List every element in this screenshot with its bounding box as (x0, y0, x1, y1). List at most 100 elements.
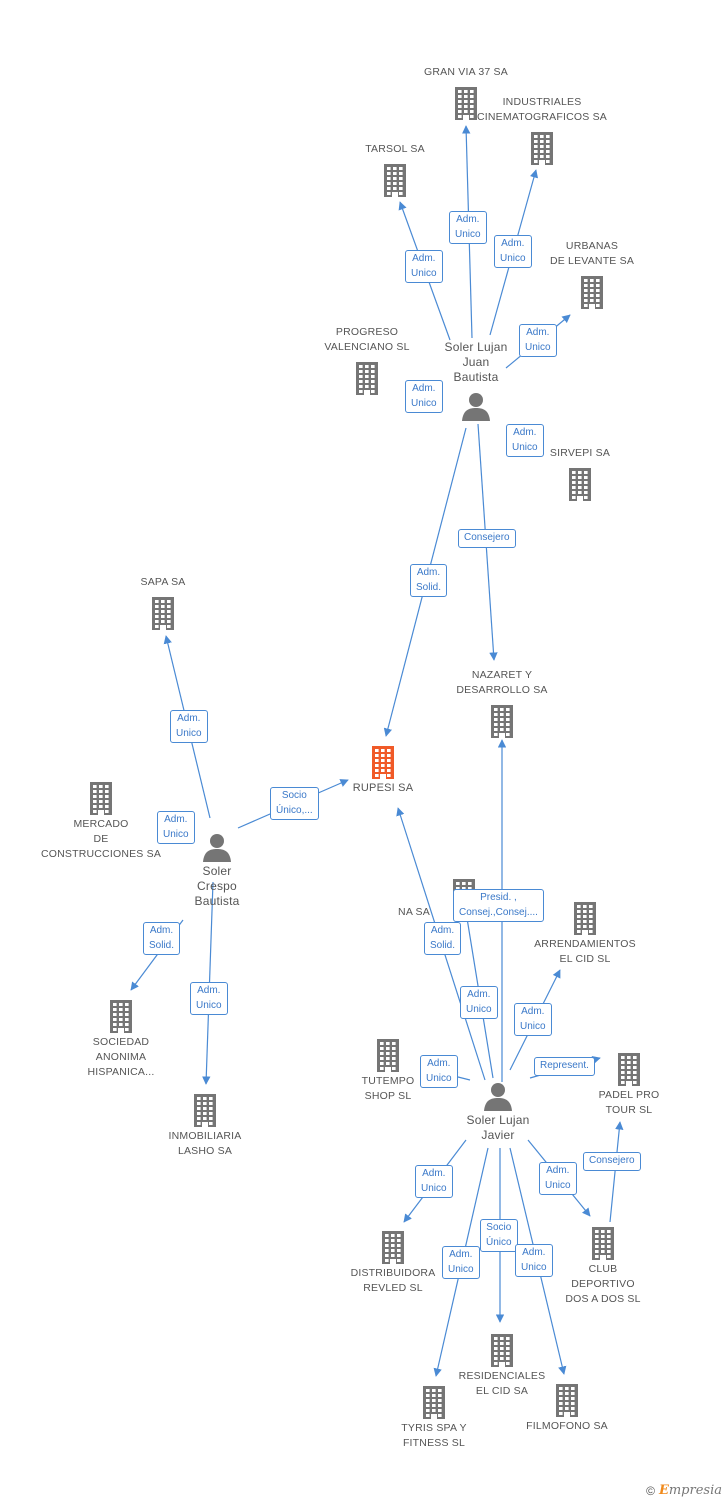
edge-label-juan-industriales[interactable]: Adm. Unico (494, 235, 532, 268)
node-name: Soler Lujan Juan Bautista (444, 340, 508, 384)
node-name: ARRENDAMIENTOS EL CID SL (534, 938, 636, 965)
edge-label-javier-tutempo[interactable]: Adm. Unico (420, 1055, 458, 1088)
building-icon (423, 1386, 445, 1419)
company-node-arrendamientos[interactable]: ARRENDAMIENTOS EL CID SL (515, 901, 655, 967)
company-node-padel[interactable]: PADEL PRO TOUR SL (559, 1052, 699, 1118)
company-node-sociedad[interactable]: SOCIEDAD ANONIMA HISPANICA... (51, 999, 191, 1080)
edge-label-juan-granvia[interactable]: Adm. Unico (449, 211, 487, 244)
edge-label-javier-padel[interactable]: Represent. (534, 1057, 595, 1076)
node-name: SOCIEDAD ANONIMA HISPANICA... (87, 1036, 155, 1078)
building-icon (372, 746, 394, 779)
edge-label-juan-progreso[interactable]: Adm. Unico (405, 380, 443, 413)
building-icon (569, 468, 591, 501)
building-icon (382, 1231, 404, 1264)
node-name: TUTEMPO SHOP SL (361, 1075, 415, 1102)
node-name: DISTRIBUIDORA REVLED SL (350, 1267, 436, 1294)
node-name: SAPA SA (140, 576, 186, 588)
node-name: GRAN VIA 37 SA (424, 66, 508, 78)
node-name: SIRVEPI SA (549, 447, 611, 459)
building-icon (384, 164, 406, 197)
company-node-sirvepi[interactable]: SIRVEPI SA (510, 446, 650, 501)
building-icon (377, 1039, 399, 1072)
building-icon (592, 1227, 614, 1260)
company-node-tarsol[interactable]: TARSOL SA (325, 142, 465, 197)
building-icon (110, 1000, 132, 1033)
building-icon (531, 132, 553, 165)
building-icon (491, 1334, 513, 1367)
company-node-distribuidora[interactable]: DISTRIBUIDORA REVLED SL (323, 1230, 463, 1296)
node-name: URBANAS DE LEVANTE SA (549, 240, 635, 267)
company-node-mercado[interactable]: MERCADO DE CONSTRUCCIONES SA (31, 781, 171, 862)
building-icon (556, 1384, 578, 1417)
person-icon (203, 834, 231, 862)
company-node-rupesi[interactable]: RUPESI SA (313, 745, 453, 796)
building-icon (90, 782, 112, 815)
edge-label-juan-nazaret[interactable]: Consejero (458, 529, 516, 548)
building-icon (194, 1094, 216, 1127)
company-node-granvia[interactable]: GRAN VIA 37 SA (396, 65, 536, 120)
node-name: PROGRESO VALENCIANO SL (324, 326, 410, 353)
edge-label-javier-residenciales[interactable]: Socio Único (480, 1219, 518, 1252)
edge-label-javier-filmofono[interactable]: Adm. Unico (515, 1244, 553, 1277)
edge-label-crespo-sapa[interactable]: Adm. Unico (170, 710, 208, 743)
company-node-inmobiliaria[interactable]: INMOBILIARIA LASHO SA (135, 1093, 275, 1159)
edge-label-juan-sirvepi[interactable]: Adm. Unico (506, 424, 544, 457)
building-icon (356, 362, 378, 395)
company-node-progreso[interactable]: PROGRESO VALENCIANO SL (297, 325, 437, 395)
person-icon (484, 1083, 512, 1111)
edge-label-crespo-sociedad[interactable]: Adm. Solid. (143, 922, 181, 955)
node-name: Soler Lujan Javier (466, 1113, 530, 1142)
node-name: INDUSTRIALES CINEMATOGRAFICOS SA (476, 96, 607, 123)
edge-label-javier-club[interactable]: Adm. Unico (539, 1162, 577, 1195)
company-node-tutempo[interactable]: TUTEMPO SHOP SL (318, 1038, 458, 1104)
company-node-sapa[interactable]: SAPA SA (93, 575, 233, 630)
node-name: RESIDENCIALES EL CID SA (458, 1370, 546, 1397)
edge-club-padel (609, 1121, 624, 1223)
building-icon (491, 705, 513, 738)
edge-label-crespo-rupesi[interactable]: Socio Único,... (270, 787, 319, 820)
company-node-club[interactable]: CLUB DEPORTIVO DOS A DOS SL (533, 1226, 673, 1307)
edge-label-club-padel[interactable]: Consejero (583, 1152, 641, 1171)
company-node-urbanas[interactable]: URBANAS DE LEVANTE SA (522, 239, 662, 309)
node-name: FILMOFONO SA (526, 1420, 608, 1432)
building-icon (455, 87, 477, 120)
brand-logo: Empresia (658, 1483, 722, 1498)
building-icon (152, 597, 174, 630)
node-name: NAZARET Y DESARROLLO SA (456, 669, 548, 696)
edge-label-juan-tarsol[interactable]: Adm. Unico (405, 250, 443, 283)
person-icon (462, 393, 490, 421)
edge-label-juan-urbanas[interactable]: Adm. Unico (519, 324, 557, 357)
edge-label-juan-rupesi[interactable]: Adm. Solid. (410, 564, 448, 597)
node-name: PADEL PRO TOUR SL (598, 1089, 660, 1116)
node-name: CLUB DEPORTIVO DOS A DOS SL (565, 1263, 641, 1305)
edge-label-javier-arrendamientos[interactable]: Adm. Unico (514, 1003, 552, 1036)
building-icon (618, 1053, 640, 1086)
company-node-tyris[interactable]: TYRIS SPA Y FITNESS SL (364, 1385, 504, 1451)
company-node-nazaret[interactable]: NAZARET Y DESARROLLO SA (432, 668, 572, 738)
building-icon (574, 902, 596, 935)
footer-brand: © Empresia (646, 1483, 722, 1498)
node-name: MERCADO DE CONSTRUCCIONES SA (40, 818, 162, 860)
copyright-icon: © (646, 1483, 655, 1498)
node-name: TYRIS SPA Y FITNESS SL (401, 1422, 467, 1449)
node-name: INMOBILIARIA LASHO SA (168, 1130, 242, 1157)
node-name: TARSOL SA (365, 143, 425, 155)
company-node-residenciales[interactable]: RESIDENCIALES EL CID SA (432, 1333, 572, 1399)
edge-label-crespo-inmobiliaria[interactable]: Adm. Unico (190, 982, 228, 1015)
company-node-filmofono[interactable]: FILMOFONO SA (497, 1383, 637, 1434)
node-name: RUPESI SA (352, 782, 414, 794)
node-name: Soler Crespo Bautista (194, 864, 240, 908)
edge-label-javier-nazaret[interactable]: Presid. , Consej.,Consej.... (453, 889, 544, 922)
edge-label-javier-distribuidora[interactable]: Adm. Unico (415, 1165, 453, 1198)
edge-label-javier-tyris[interactable]: Adm. Unico (442, 1246, 480, 1279)
edge-label-crespo-mercado[interactable]: Adm. Unico (157, 811, 195, 844)
person-node-javier[interactable]: Soler Lujan Javier (428, 1081, 568, 1143)
node-name: NA SA (398, 906, 430, 918)
company-node-industriales[interactable]: INDUSTRIALES CINEMATOGRAFICOS SA (472, 95, 612, 165)
edge-label-javier-hidden_na[interactable]: Adm. Unico (460, 986, 498, 1019)
building-icon (581, 276, 603, 309)
person-node-crespo[interactable]: Soler Crespo Bautista (147, 832, 287, 909)
person-node-juan[interactable]: Soler Lujan Juan Bautista (406, 340, 546, 421)
edge-label-javier-rupesi[interactable]: Adm. Solid. (424, 922, 462, 955)
